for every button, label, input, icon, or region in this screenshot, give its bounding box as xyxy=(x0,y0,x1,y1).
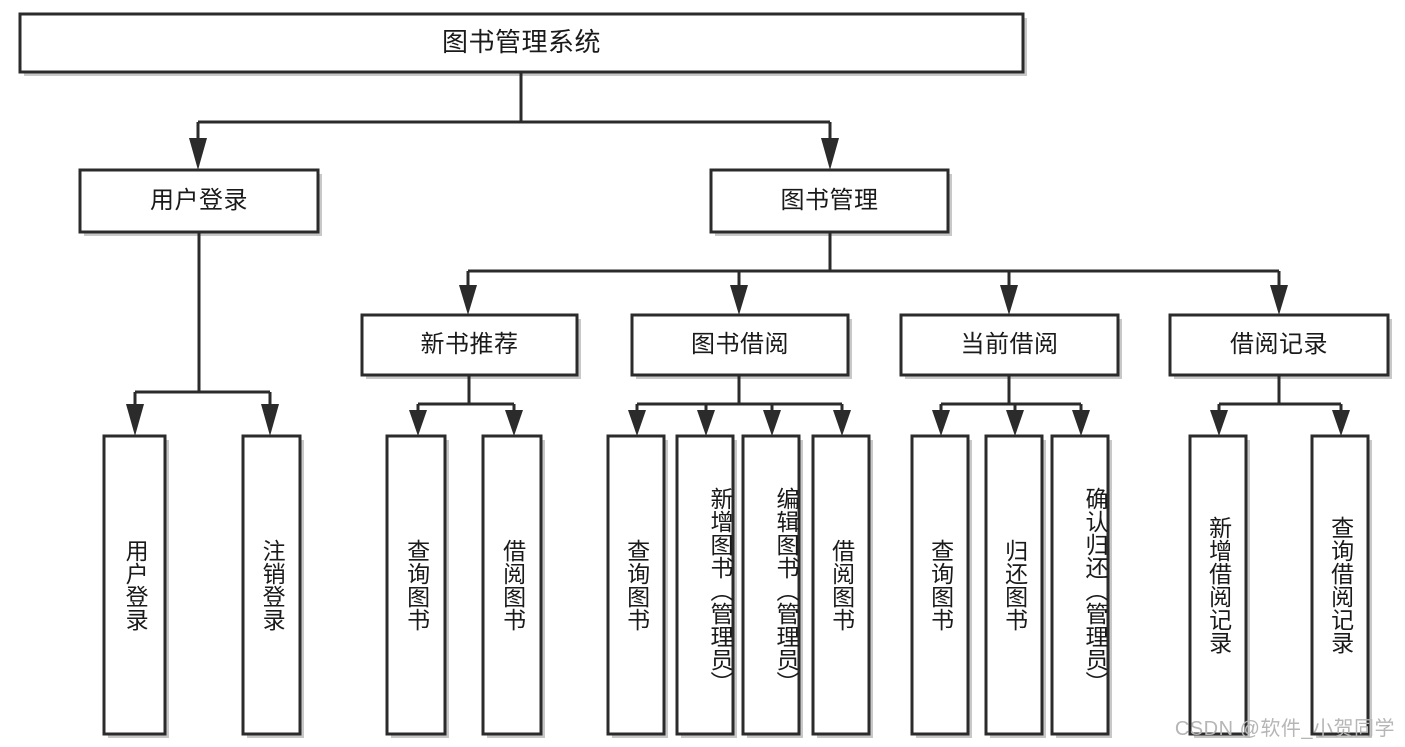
connector-lines xyxy=(126,72,1350,436)
node-box-book-management xyxy=(709,168,950,234)
leaf-box-records-0 xyxy=(1188,434,1248,736)
node-box-new-book-recommend xyxy=(360,313,579,377)
watermark-text: CSDN @软件_小贺同学 xyxy=(1174,718,1395,740)
leaf-box-borrow-1 xyxy=(675,434,735,736)
leaf-box-current-1 xyxy=(984,434,1044,736)
leaf-box-new-book-0 xyxy=(385,434,447,736)
leaf-box-user-login-1 xyxy=(241,434,302,736)
leaf-box-borrow-3 xyxy=(811,434,871,736)
leaf-box-borrow-2 xyxy=(741,434,801,736)
leaf-box-new-book-1 xyxy=(481,434,543,736)
leaf-box-user-login-0 xyxy=(102,434,167,736)
node-box-current-borrow xyxy=(899,313,1120,377)
node-box-book-borrow xyxy=(630,313,850,377)
leaf-box-borrow-0 xyxy=(606,434,666,736)
leaf-box-current-0 xyxy=(910,434,970,736)
node-box-root xyxy=(18,12,1025,74)
node-boxes xyxy=(18,12,1390,736)
node-box-borrow-records xyxy=(1168,313,1390,377)
node-box-user-login xyxy=(78,168,320,234)
leaf-box-records-1 xyxy=(1310,434,1370,736)
leaf-box-current-2 xyxy=(1050,434,1110,736)
